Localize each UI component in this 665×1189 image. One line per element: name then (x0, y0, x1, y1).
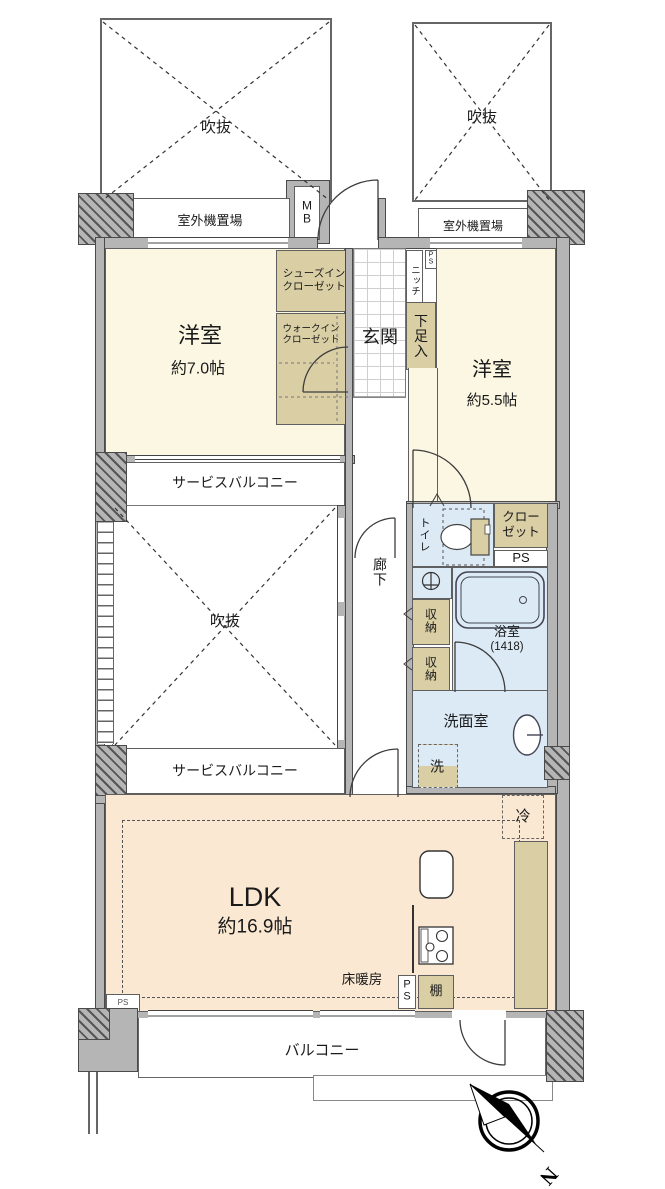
ldk-size: 約16.9帖 (217, 916, 293, 938)
service-balcony-upper (125, 462, 345, 506)
western-room-5-size: 約5.5帖 (466, 392, 518, 409)
walk-in-closet-label: ウォークイン クローゼット (282, 324, 339, 347)
void-top-left (100, 18, 332, 202)
wall-right (556, 237, 570, 1020)
ps-label: PS (512, 550, 530, 566)
kitchen-counter (514, 841, 548, 1009)
room-western-5-ext (408, 368, 438, 506)
balcony-label: バルコニー (284, 1042, 360, 1059)
washer-space (418, 744, 458, 788)
compass-north-label: N (535, 1163, 563, 1189)
entrance-label: 玄関 (362, 327, 398, 348)
bathroom-label: 浴室 (493, 624, 521, 640)
wall-corridor-west (345, 248, 353, 798)
room-ldk (105, 794, 556, 1012)
storage-label: 収納 (423, 656, 438, 682)
balcony-ledge (313, 1075, 553, 1101)
refrigerator-space (502, 795, 544, 839)
bathroom-size: (1418) (490, 641, 524, 654)
ps-label: PS (117, 998, 129, 1008)
toilet-label: トイレ (418, 517, 430, 553)
western-room-5-label: 洋室 (472, 359, 512, 381)
shoe-cabinet (406, 302, 436, 370)
service-balcony-lower (125, 748, 345, 794)
service-balcony-label: サービスバルコニー (172, 762, 298, 779)
pillar-hatch (78, 1008, 110, 1040)
corridor-label: 廊下 (372, 557, 388, 587)
pillar-hatch (546, 1010, 584, 1082)
meter-box-label: MB (301, 198, 312, 225)
lavatory-nook (412, 567, 452, 599)
western-room-7-size: 約7.0帖 (170, 360, 226, 378)
shelf-label: 棚 (429, 983, 443, 999)
void-label: 吹抜 (209, 613, 241, 630)
drain-pipe (88, 1072, 90, 1134)
shelf (418, 975, 454, 1009)
wall-segment (378, 198, 386, 238)
floor-heating-label: 床暖房 (341, 971, 383, 987)
outdoor-unit-label: 室外機置場 (442, 218, 504, 233)
storage-label: 収納 (423, 608, 438, 634)
washer-label: 洗 (430, 758, 444, 775)
outdoor-unit-label: 室外機置場 (177, 213, 243, 229)
pillar-hatch (544, 746, 570, 780)
label-line: クローゼット (282, 335, 340, 346)
ps-label: PS (428, 251, 434, 266)
label-line: ゼット (502, 525, 540, 539)
entrance-hall (353, 248, 406, 398)
pipe-space-mid (494, 550, 548, 567)
shoe-cabinet-label: 下足入 (413, 313, 429, 359)
closet-label: クロー ゼット (502, 510, 540, 540)
label-line: クロー (502, 510, 540, 524)
ps-label: PS (403, 978, 411, 1002)
label-line: クローゼット (282, 280, 346, 292)
label-line: シューズイン (282, 267, 346, 280)
shoes-in-closet (276, 250, 352, 312)
refrigerator-label: 冷 (515, 808, 531, 825)
label-line: ウォークイン (282, 323, 340, 335)
pipe-space-kitchen (398, 975, 416, 1009)
void-label: 吹抜 (200, 119, 232, 136)
pillar-hatch (95, 452, 127, 522)
washroom-label: 洗面室 (443, 713, 489, 730)
closet (494, 503, 548, 548)
void-ladder (97, 512, 114, 744)
western-room-7-label: 洋室 (177, 322, 223, 348)
drain-pipe (96, 1072, 98, 1134)
void-label: 吹抜 (466, 109, 498, 126)
niche-label: ニッチ (409, 265, 420, 297)
ldk-label: LDK (228, 881, 282, 912)
floor-heating-area (122, 820, 520, 998)
service-balcony-label: サービスバルコニー (172, 474, 298, 491)
shoes-in-closet-label: シューズイン クローゼット (283, 267, 346, 292)
